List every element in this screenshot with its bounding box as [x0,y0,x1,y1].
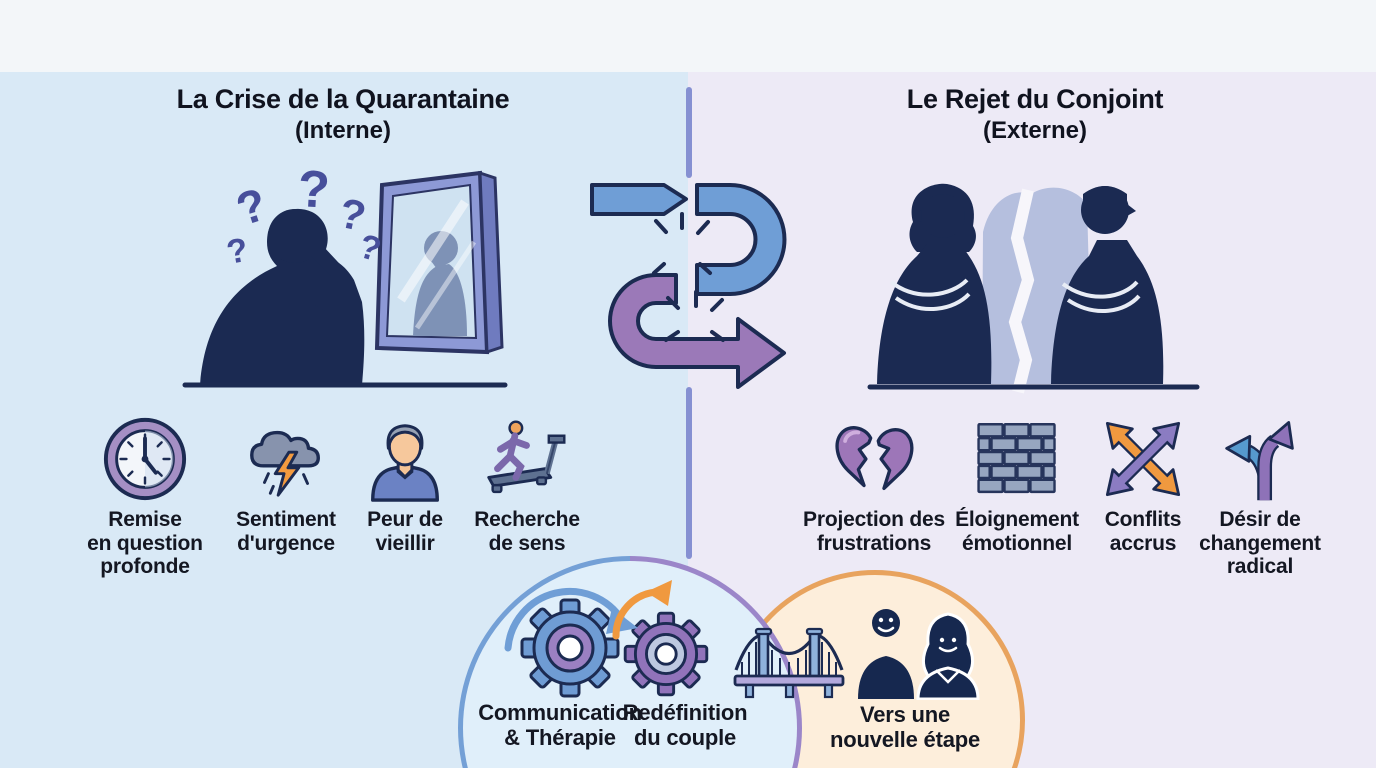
blue-cycle-arrow [504,587,626,652]
broken-cycle-arrows-icon [590,87,787,559]
bridge-cables [734,633,844,671]
feature-sentiment-urgence: Sentiment d'urgence [201,413,371,555]
estranged-couple-illustration [867,183,1200,394]
couple-woman [916,612,980,700]
svg-text:?: ? [296,160,331,220]
break-sparks [652,212,725,342]
bridge-icon [733,627,845,699]
mirror-streak [397,199,469,303]
feature-desir-changement: Désir de changement radical [1170,413,1350,579]
fork-arrows-icon [1225,421,1294,501]
left-subheading-text: (Interne) [295,117,391,144]
purple-u-turn-arrow [608,273,786,389]
aging-man-icon [371,424,439,502]
feature-label: Sentiment d'urgence [236,508,336,555]
solution-label-redefinition: Redéfinition du couple [622,700,748,751]
mirror-streak [414,240,477,330]
treadmill-runner-icon [487,420,566,494]
feature-label: Conflits accrus [1104,508,1182,555]
feature-label: Recherche de sens [474,508,580,555]
gears-icon [504,580,709,698]
clock-icon [103,417,187,501]
feature-label: Projection des frustrations [803,508,945,555]
feature-recherche-de-sens: Recherche de sens [442,413,612,555]
feature-label: Peur de vieillir [367,508,443,555]
svg-text:?: ? [224,231,251,272]
couple-man [858,609,914,699]
crossed-arrows-icon [1105,421,1181,497]
bridge-hangers [741,642,837,676]
crack-gap [1008,188,1035,394]
mirror-frame-side [478,170,504,355]
left-heading-text: La Crise de la Quarantaine [176,84,510,114]
feature-peur-de-vieillir: Peur de vieillir [320,413,490,555]
feature-label: Remise en question profonde [87,508,203,579]
man-questioning-mirror-illustration: ? ? ? ? ? [182,160,508,388]
feature-label: Éloignement émotionnel [955,508,1079,555]
title-band [0,0,1376,72]
bridge-deck [733,674,845,687]
brick-wall-icon [977,423,1056,494]
blue-arrow-bar [590,183,688,216]
svg-text:?: ? [230,177,273,235]
woman-silhouette [877,183,992,384]
man-silhouette [1051,186,1164,384]
feature-eloignement-emotionnel: Éloignement émotionnel [917,413,1117,555]
right-heading-text: Le Rejet du Conjoint [906,84,1164,114]
feature-remise-en-question: Remise en question profonde [60,413,230,579]
blue-u-turn-arrow [695,183,787,296]
right-subheading-text: (Externe) [982,117,1088,144]
solution-label-communication: Communication & Thérapie [478,700,642,751]
storm-cloud-icon [250,430,320,497]
broken-heart-icon [835,426,914,491]
orange-cycle-arrowhead [646,580,672,606]
right-panel-heading: Le Rejet du Conjoint (Externe) [785,84,1285,145]
feature-label: Désir de changement radical [1199,508,1321,579]
reconciled-couple-icon [858,609,980,700]
feature-projection-frustrations: Projection des frustrations [774,413,974,555]
left-panel-heading: La Crise de la Quarantaine (Interne) [93,84,593,145]
feature-conflits-accrus: Conflits accrus [1063,413,1223,555]
thinking-man-silhouette [200,208,365,385]
solution-label-nouvelle-etape: Vers une nouvelle étape [829,702,981,753]
